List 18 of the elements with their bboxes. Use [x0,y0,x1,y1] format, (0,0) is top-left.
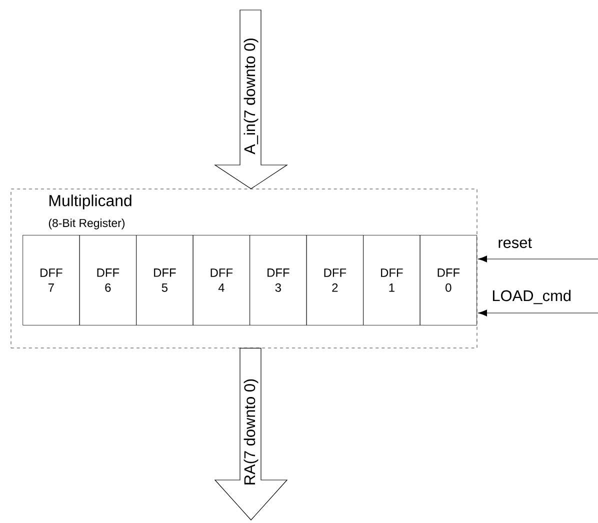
signal-label: LOAD_cmd [492,290,571,304]
signal-arrow [478,256,598,262]
flip-flop-cell: DFF 2 [306,235,364,326]
bus-label: RA(7 downto 0) [244,379,258,484]
flip-flop-cell: DFF 3 [250,235,307,326]
register-title: Multiplicand [50,194,132,210]
signal-arrow [478,310,598,316]
flip-flop-cell: DFF 5 [136,235,194,326]
flip-flop-cell: DFF 7 [22,235,80,326]
register-subtitle: (8-Bit Register) [48,218,125,230]
bus-label: A_in(7 downto 0) [244,38,258,154]
flip-flop-cell: DFF 6 [79,235,136,326]
flip-flop-cell: DFF 1 [363,235,420,326]
signal-label: reset [498,238,532,248]
bus-arrow [214,348,288,520]
bus-arrow [214,10,288,190]
flip-flop-cell: DFF 4 [192,235,250,326]
flip-flop-cell: DFF 0 [420,235,477,326]
